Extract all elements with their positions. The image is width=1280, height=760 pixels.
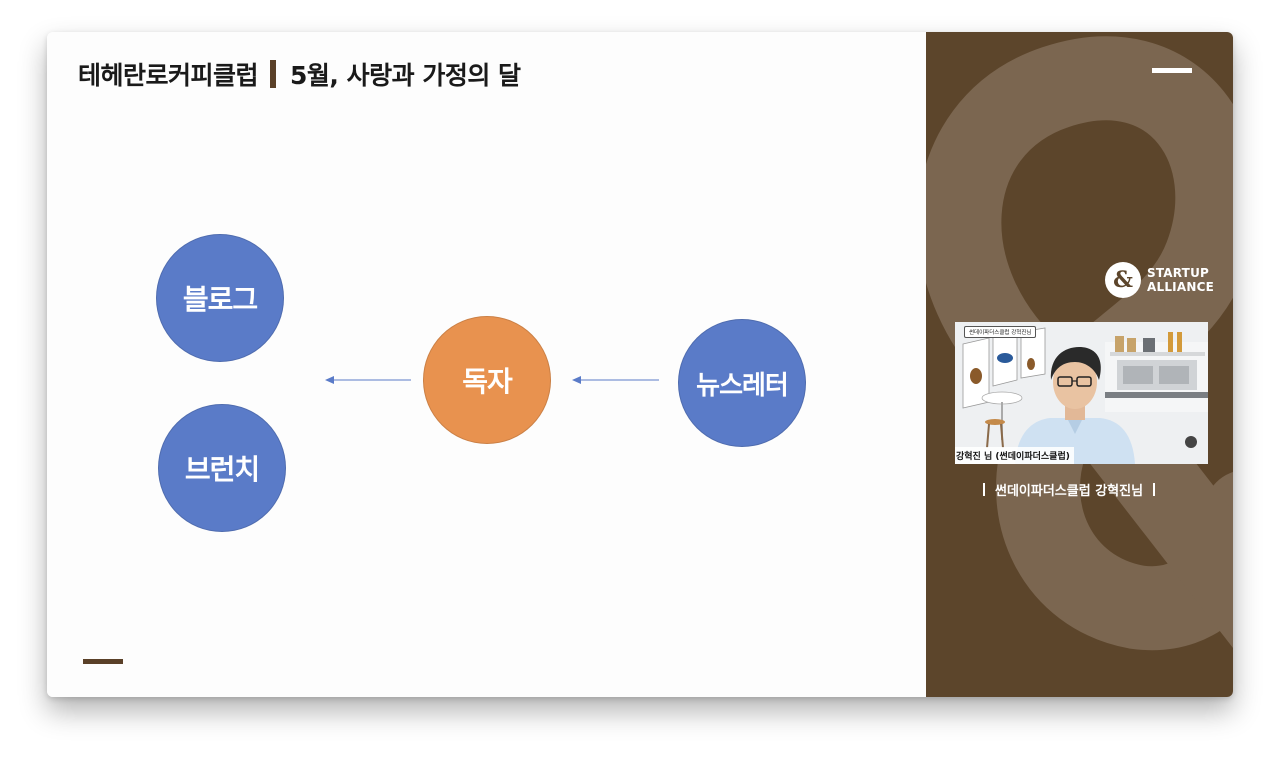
menu-icon[interactable] [1152, 68, 1192, 73]
node-newsletter-label: 뉴스레터 [696, 370, 789, 401]
video-name-tag: 썬데이파더스클럽 강혁진님 [964, 326, 1037, 338]
arrow-reader-to-blog [325, 376, 411, 384]
node-brunch-label: 브런치 [184, 453, 260, 486]
speaker-label-text: 썬데이파더스클럽 강혁진님 [995, 484, 1144, 499]
flow-arrows [325, 376, 659, 384]
logo-wordmark: STARTUP ALLIANCE [1147, 266, 1214, 294]
title-theme: 5월, 사랑과 가정의 달 [290, 61, 521, 90]
brand-sidebar: & STARTUP ALLIANCE [926, 32, 1233, 697]
presentation-window: 테헤란로커피클럽 5월, 사랑과 가정의 달 블로그 브런치 독자 뉴스레터 [47, 32, 1233, 697]
node-blog: 블로그 [156, 234, 284, 362]
title-club-name: 테헤란로커피클럽 [78, 61, 259, 90]
title-separator [270, 60, 277, 88]
node-brunch: 브런치 [158, 404, 286, 532]
node-blog-label: 블로그 [182, 283, 258, 316]
video-caption: 강혁진 님 (썬데이파더스클럽) [955, 447, 1074, 464]
node-reader-label: 독자 [462, 365, 513, 398]
logo-line-1: STARTUP [1147, 266, 1210, 280]
speaker-name-label: 썬데이파더스클럽 강혁진님 [983, 480, 1156, 499]
arrow-newsletter-to-reader [572, 376, 659, 384]
node-newsletter: 뉴스레터 [678, 319, 806, 447]
node-reader: 독자 [423, 316, 551, 444]
logo-line-2: ALLIANCE [1147, 280, 1214, 294]
slide-footer-bar [83, 659, 123, 664]
slide-title: 테헤란로커피클럽 5월, 사랑과 가정의 달 [78, 54, 521, 94]
speaker-video-feed[interactable]: 썬데이파더스클럽 강혁진님 강혁진 님 (썬데이파더스클럽) [955, 322, 1208, 464]
ampersand-logo-icon: & [1105, 262, 1141, 298]
startup-alliance-logo: & STARTUP ALLIANCE [1105, 262, 1214, 298]
video-frame-image [955, 322, 1208, 464]
speaker-label-right-bar [1153, 483, 1156, 496]
slide-canvas: 테헤란로커피클럽 5월, 사랑과 가정의 달 블로그 브런치 독자 뉴스레터 [47, 32, 926, 697]
speaker-label-left-bar [983, 483, 985, 496]
